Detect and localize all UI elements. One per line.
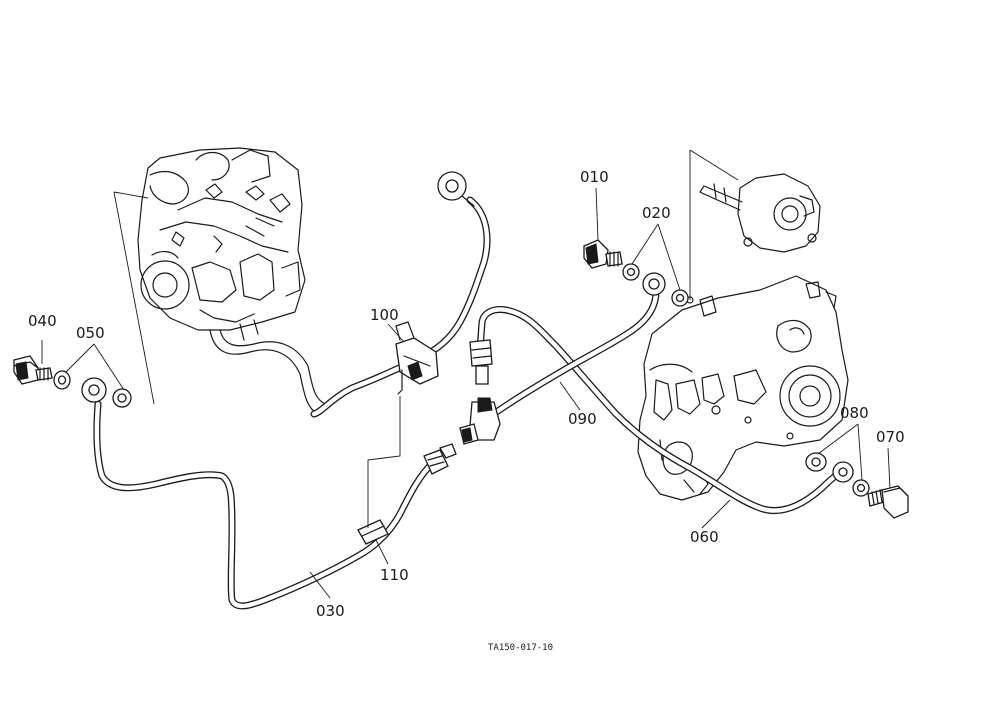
tee-fitting <box>459 339 501 445</box>
washer-050-b <box>112 388 132 408</box>
figure-code: TA150-017-10 <box>488 643 553 653</box>
label-100: 100 <box>370 306 399 324</box>
leader-lines <box>41 187 891 599</box>
banjo-eye-left <box>81 377 107 403</box>
part-labels: 010 020 040 050 100 090 080 070 060 110 … <box>28 168 905 620</box>
washer-050-a <box>53 370 71 390</box>
banjo-eye-upper-right <box>642 272 666 296</box>
pipe-090 <box>476 306 852 515</box>
banjo-eye-lower-right <box>832 461 854 483</box>
label-040: 040 <box>28 312 57 330</box>
label-090: 090 <box>568 410 597 428</box>
label-070: 070 <box>876 428 905 446</box>
label-080: 080 <box>840 404 869 422</box>
washer-080-b <box>852 479 870 497</box>
pipe-060 <box>484 288 660 422</box>
label-030: 030 <box>316 602 345 620</box>
label-050: 050 <box>76 324 105 342</box>
banjo-bolt-010 <box>583 239 623 269</box>
label-060: 060 <box>690 528 719 546</box>
washer-020-a <box>622 263 640 281</box>
washer-080-a <box>805 452 827 472</box>
label-010: 010 <box>580 168 609 186</box>
label-110: 110 <box>380 566 409 584</box>
label-020: 020 <box>642 204 671 222</box>
injection-pump-left <box>113 147 327 415</box>
washer-020-b <box>671 289 689 307</box>
banjo-bolt-040 <box>13 355 53 385</box>
hydraulic-pump-right <box>637 149 849 501</box>
return-pipe-upper <box>310 171 491 418</box>
hose-clamp-110 <box>357 396 401 545</box>
banjo-bolt-070 <box>867 485 909 519</box>
hose-clamp-100 <box>395 321 439 395</box>
